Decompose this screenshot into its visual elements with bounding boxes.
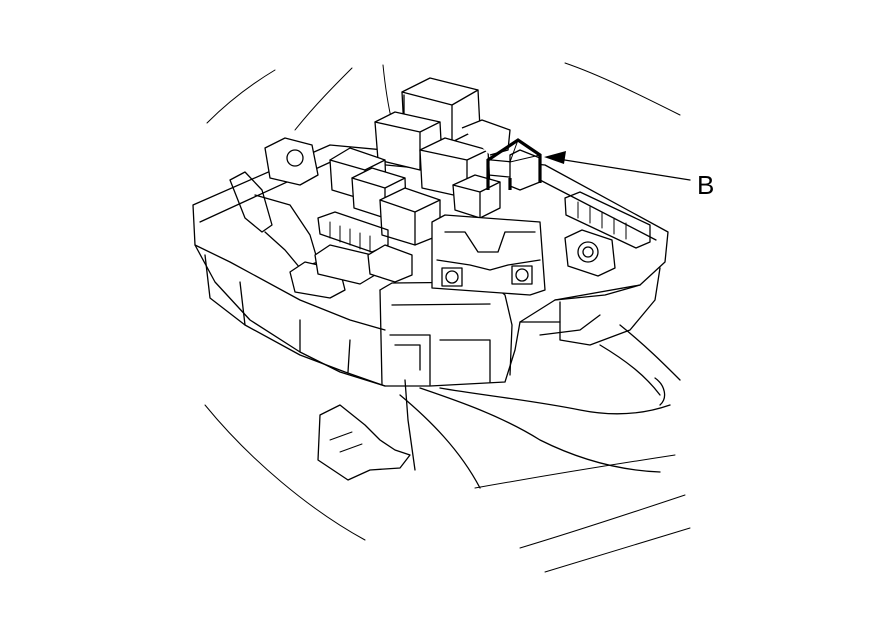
center-terminal-block — [431, 214, 546, 296]
wire-harness — [317, 324, 681, 489]
callout-leader-line — [551, 157, 691, 181]
callout-label-b: B — [697, 170, 714, 200]
left-connector — [229, 137, 413, 299]
relay-cluster — [329, 77, 511, 246]
fuse-box-body — [192, 144, 669, 387]
fuse-rows — [317, 191, 651, 253]
relay-b-highlight — [486, 138, 542, 191]
right-stud-terminal — [564, 229, 616, 277]
callout-arrowhead — [544, 151, 566, 164]
engine-bay-outline — [204, 62, 691, 573]
callout-relay-b: B — [544, 151, 714, 200]
